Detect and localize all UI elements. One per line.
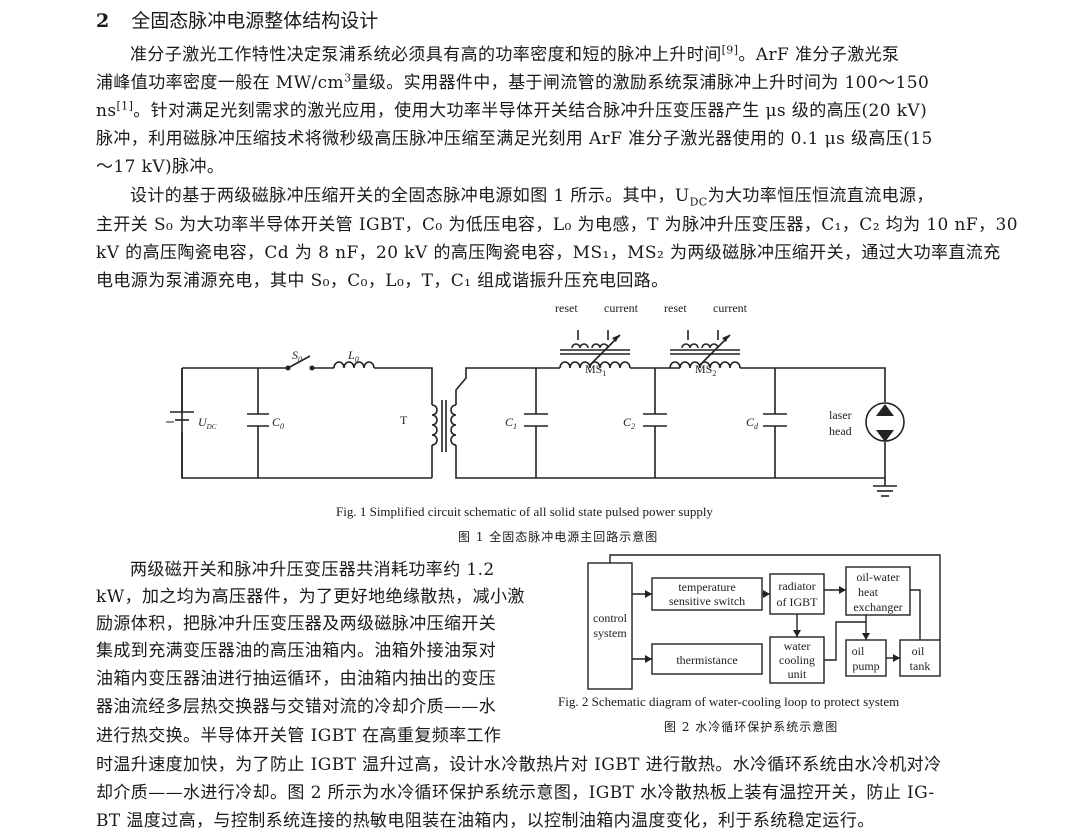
c1-label: C1 <box>505 415 517 431</box>
cd-label: Cd <box>746 415 759 431</box>
para3-line-6: 器油流经多层热交换器与交错对流的冷却介质——水 <box>96 697 497 717</box>
ms1-label: MS1 <box>585 362 606 378</box>
radiator-label-1: radiator <box>778 579 815 593</box>
section-number: 2 <box>96 10 110 32</box>
water-cooling-label-1: water <box>784 639 811 653</box>
udc-label: UDC <box>198 415 217 431</box>
control-system-label-1: control <box>593 611 628 625</box>
para3-line-2: kW，加之均为高压器件，为了更好地绝缘散热，减小激 <box>96 587 525 607</box>
oil-pump-label-1: oil <box>852 644 865 658</box>
para1-line-1: 准分子激光工作特性决定泵浦系统必须具有高的功率密度和短的脉冲上升时间[9]。Ar… <box>130 43 900 65</box>
para2-line-1: 设计的基于两级磁脉冲压缩开关的全固态脉冲电源如图 1 所示。其中，UDC为大功率… <box>130 186 934 209</box>
ms2-current-label: current <box>713 301 748 315</box>
section-title: 全固态脉冲电源整体结构设计 <box>131 10 379 32</box>
fig1-caption-en: Fig. 1 Simplified circuit schematic of a… <box>336 504 713 519</box>
para1-line-3: ns[1]。针对满足光刻需求的激光应用，使用大功率半导体开关结合脉冲升压变压器产… <box>96 99 928 121</box>
transformer-label: T <box>400 413 408 427</box>
fig2-caption-zh: 图 2 水冷循环保护系统示意图 <box>664 720 839 734</box>
water-cooling-label-3: unit <box>788 667 807 681</box>
c0-label: C0 <box>272 415 284 431</box>
fig1-caption-zh: 图 1 全固态脉冲电源主回路示意图 <box>458 530 659 544</box>
oil-pump-label-2: pump <box>852 659 879 673</box>
water-cooling-label-2: cooling <box>779 653 815 667</box>
para3-line-5: 油箱内变压器油进行抽运循环，由油箱内抽出的变压 <box>96 669 497 689</box>
para3-line-4: 集成到充满变压器油的高压油箱内。油箱外接油泵对 <box>96 641 497 661</box>
para1-line-5: ～17 kV)脉冲。 <box>96 157 225 177</box>
heat-exchanger-label-2: heat <box>858 585 879 599</box>
para3-full-line-3: BT 温度过高，与控制系统连接的热敏电阻装在油箱内，以控制油箱内温度变化，利于系… <box>96 811 875 831</box>
c2-label: C2 <box>623 415 635 431</box>
fig1-circuit-diagram: reset current reset current MS1 MS2 S0 L… <box>166 301 905 497</box>
para2-line-4: 电电源为泵浦源充电，其中 S₀，C₀，L₀，T，C₁ 组成谐振升压充电回路。 <box>96 271 669 291</box>
para2-line-2: 主开关 S₀ 为大功率半导体开关管 IGBT，C₀ 为低压电容，L₀ 为电感，T… <box>96 215 1018 235</box>
ms2-reset-label: reset <box>664 301 687 315</box>
ms1-current-label: current <box>604 301 639 315</box>
radiator-label-2: of IGBT <box>777 595 819 609</box>
citation: [9] <box>721 43 739 57</box>
heat-exchanger-label-1: oil-water <box>856 570 899 584</box>
heat-exchanger-label-3: exchanger <box>853 600 902 614</box>
para3-line-1: 两级磁开关和脉冲升压变压器共消耗功率约 1.2 <box>130 560 495 580</box>
l0-label: L0 <box>347 348 359 364</box>
ms1-reset-label: reset <box>555 301 578 315</box>
para1-line-4: 脉冲，利用磁脉冲压缩技术将微秒级高压脉冲压缩至满足光刻用 ArF 准分子激光器使… <box>96 129 933 149</box>
laser-label: laser <box>829 408 852 422</box>
head-label: head <box>829 424 852 438</box>
para3-full-line-1: 时温升速度加快，为了防止 IGBT 温升过高，设计水冷散热片对 IGBT 进行散… <box>96 755 942 775</box>
para3-line-7: 进行热交换。半导体开关管 IGBT 在高重复频率工作 <box>96 726 502 746</box>
temperature-switch-label-2: sensitive switch <box>669 594 745 608</box>
fig2-block-diagram: control system temperature sensitive swi… <box>587 554 941 690</box>
fig2-caption-en: Fig. 2 Schematic diagram of water-coolin… <box>558 694 900 709</box>
para2-line-3: kV 的高压陶瓷电容，Cd 为 8 nF，20 kV 的高压陶瓷电容，MS₁，M… <box>96 243 1001 263</box>
control-system-label-2: system <box>593 626 627 640</box>
citation: [1] <box>116 99 134 113</box>
para3-line-3: 励源体积，把脉冲升压变压器及两级磁脉冲压缩开关 <box>96 614 497 634</box>
s0-label: S0 <box>292 348 302 364</box>
oil-tank-label-2: tank <box>910 659 931 673</box>
para3-full-line-2: 却介质——水进行冷却。图 2 所示为水冷循环保护系统示意图，IGBT 水冷散热板… <box>96 783 935 803</box>
thermistance-label: thermistance <box>676 653 737 667</box>
section-heading: 2 全固态脉冲电源整体结构设计 <box>96 6 378 33</box>
oil-tank-label-1: oil <box>912 644 925 658</box>
ms2-label: MS2 <box>695 362 716 378</box>
temperature-switch-label-1: temperature <box>678 580 735 594</box>
para1-line-2: 浦峰值功率密度一般在 MW/cm3量级。实用器件中，基于闸流管的激励系统泵浦脉冲… <box>96 71 930 93</box>
